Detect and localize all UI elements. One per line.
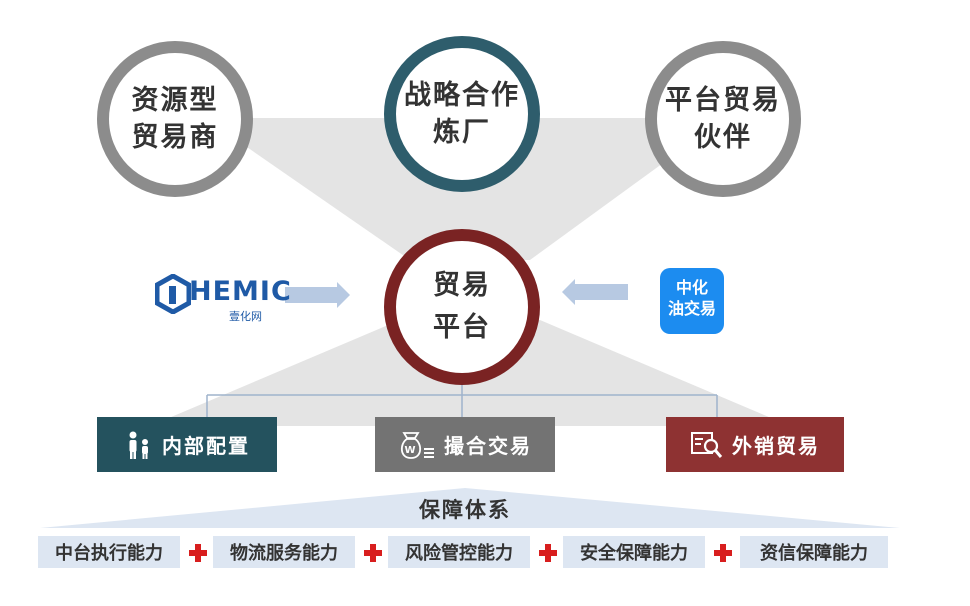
hemic-sub-text: 壹化网 <box>229 310 262 323</box>
money-bag-icon: W <box>398 429 436 461</box>
module-label: 内部配置 <box>162 434 250 458</box>
node-label-line1: 资源型 <box>131 85 219 116</box>
node-label-line2: 伙伴 <box>694 122 752 153</box>
node-label-line1: 平台贸易 <box>665 85 781 116</box>
module-external-trade: 外销贸易 <box>666 417 844 472</box>
sinochem-oil-logo: 中化 油交易 <box>660 268 724 334</box>
hemic-hex-icon <box>155 274 191 314</box>
support-triangle <box>40 488 900 528</box>
node-strategic-refinery: 战略合作炼厂 <box>384 36 540 192</box>
center-label-line2: 平台 <box>433 312 491 343</box>
capability-credit: 资信保障能力 <box>740 536 888 568</box>
capability-execution: 中台执行能力 <box>38 536 180 568</box>
plus-icon <box>539 544 557 562</box>
plus-icon <box>714 544 732 562</box>
module-matching-trade: W 撮合交易 <box>375 417 555 472</box>
family-icon <box>124 430 154 460</box>
logo-line2: 油交易 <box>667 299 716 318</box>
module-label: 撮合交易 <box>444 434 532 458</box>
node-trade-platform: 贸易平台 <box>384 229 540 385</box>
logo-line1: 中化 <box>675 278 708 297</box>
capability-logistics: 物流服务能力 <box>213 536 355 568</box>
arrow-left-shape <box>562 279 628 305</box>
node-label-line2: 炼厂 <box>433 117 491 148</box>
capability-safety: 安全保障能力 <box>563 536 705 568</box>
capability-risk-control: 风险管控能力 <box>388 536 530 568</box>
support-title: 保障体系 <box>419 497 511 522</box>
node-platform-partner: 平台贸易伙伴 <box>645 41 801 197</box>
arrow-right-shape <box>285 282 350 308</box>
node-resource-trader: 资源型贸易商 <box>97 41 253 197</box>
node-label-line1: 战略合作 <box>404 80 520 111</box>
plus-icon <box>189 544 207 562</box>
node-label-line2: 贸易商 <box>131 122 219 153</box>
hemic-brand-text: HEMIC <box>189 276 292 307</box>
module-internal-allocation: 内部配置 <box>97 417 277 472</box>
center-label-line1: 贸易 <box>433 270 491 301</box>
hemic-logo: HEMIC 壹化网 <box>155 272 291 323</box>
plus-icon <box>364 544 382 562</box>
search-document-icon <box>690 430 724 460</box>
module-label: 外销贸易 <box>732 434 820 458</box>
svg-text:W: W <box>404 445 417 456</box>
